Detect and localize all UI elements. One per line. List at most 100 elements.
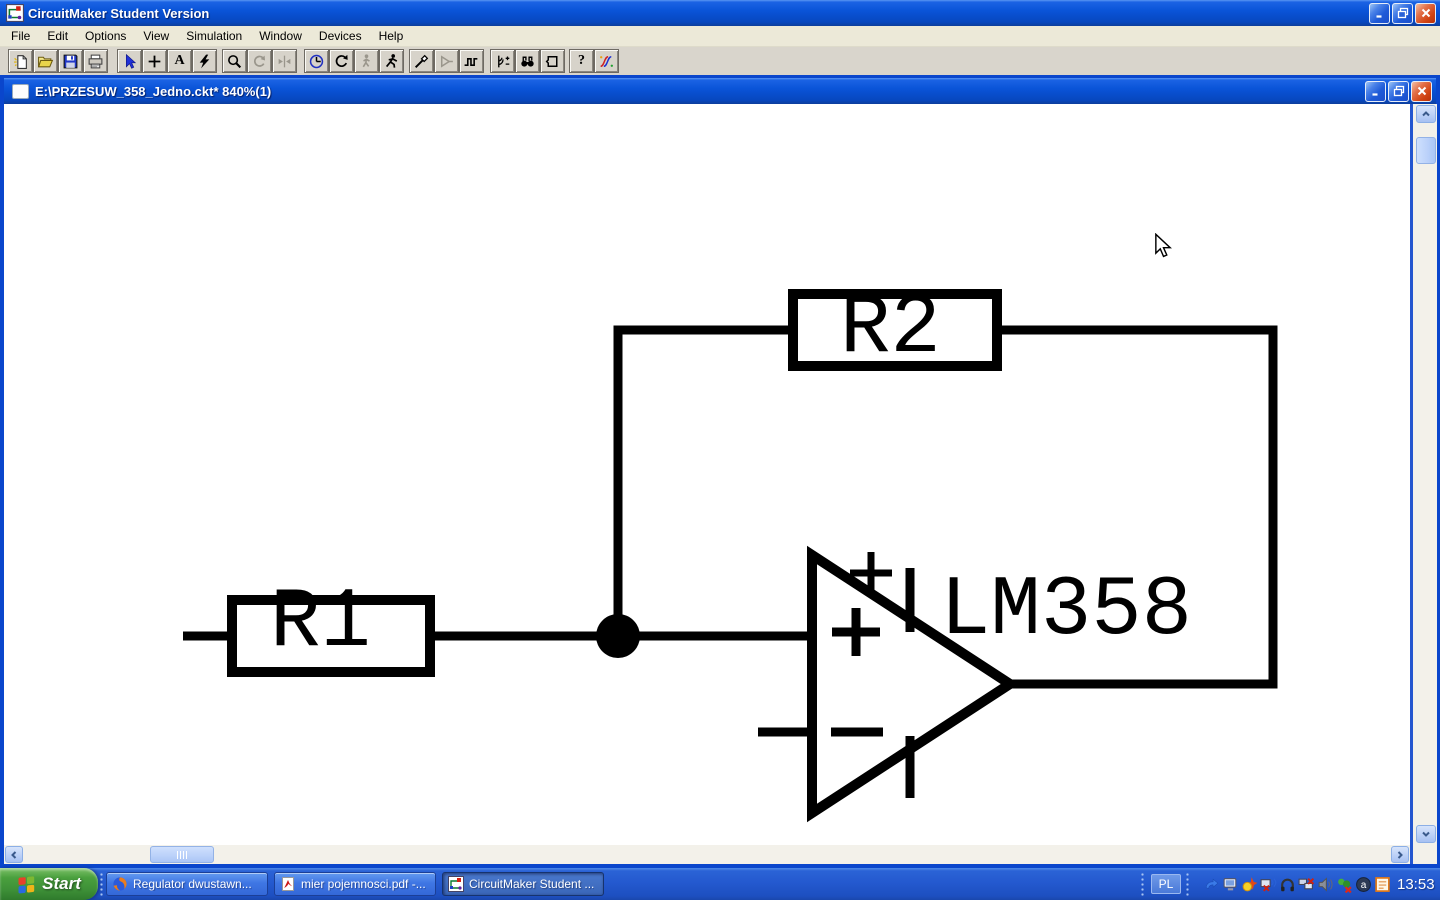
open-file-button[interactable] <box>33 49 58 73</box>
scroll-right-button[interactable] <box>1391 846 1409 863</box>
toolbar: A ? <box>0 47 1440 75</box>
waveforms-button[interactable] <box>459 49 484 73</box>
new-document-button[interactable] <box>8 49 33 73</box>
schematic-canvas[interactable]: R1 R2 LM358 <box>4 104 1410 845</box>
print-button[interactable] <box>83 49 108 73</box>
antivirus-icon[interactable]: a <box>1354 875 1372 893</box>
restore-button[interactable] <box>1392 2 1413 24</box>
search-devices-button[interactable] <box>515 49 540 73</box>
task-button-label: Regulator dwustawn... <box>133 877 252 891</box>
doc-restore-button[interactable] <box>1388 80 1409 102</box>
save-file-button[interactable] <box>58 49 83 73</box>
menu-options[interactable]: Options <box>85 29 127 43</box>
chevron-down-icon <box>1422 831 1430 837</box>
mixed-signal-icon <box>600 55 613 67</box>
task-button-circuitmaker[interactable]: CircuitMaker Student ... <box>442 872 604 896</box>
svg-text:a: a <box>1360 879 1366 890</box>
doc-window-border-bottom <box>0 864 1440 868</box>
label-R2[interactable]: R2 <box>840 282 941 377</box>
task-button-pdf[interactable]: mier pojemnosci.pdf -... <box>274 872 436 896</box>
zoom-tool-button[interactable] <box>222 49 247 73</box>
audio-device-icon[interactable] <box>1278 875 1296 893</box>
scroll-down-button[interactable] <box>1416 825 1436 843</box>
start-button[interactable]: Start <box>0 868 98 900</box>
printer-icon <box>88 54 103 68</box>
network-offline-icon[interactable] <box>1297 875 1315 893</box>
device-curves-button[interactable] <box>490 49 515 73</box>
menu-window[interactable]: Window <box>259 29 302 43</box>
mode-clock-icon <box>309 54 324 68</box>
scrollbar-corner <box>1410 845 1437 864</box>
scroll-up-button[interactable] <box>1416 105 1436 123</box>
rotate-button[interactable] <box>247 49 272 73</box>
taskbar-clock: 13:53 <box>1397 875 1435 893</box>
digital-analog-mode-button[interactable] <box>304 49 329 73</box>
new-document-icon <box>14 54 27 69</box>
menu-edit[interactable]: Edit <box>47 29 69 43</box>
close-button[interactable] <box>1415 2 1436 24</box>
volume-icon[interactable] <box>1316 875 1334 893</box>
label-LM358[interactable]: LM358 <box>940 564 1193 659</box>
chevron-right-icon <box>1397 850 1403 859</box>
square-wave-icon <box>464 57 478 66</box>
wire-tool-button[interactable] <box>142 49 167 73</box>
rotate-icon <box>253 55 266 67</box>
firefox-icon <box>113 877 127 891</box>
network-status-icon[interactable] <box>1259 875 1277 893</box>
vertical-scrollbar[interactable] <box>1410 104 1437 845</box>
mixed-mode-button[interactable] <box>594 49 619 73</box>
scheduler-icon[interactable] <box>1373 875 1391 893</box>
language-indicator[interactable]: PL <box>1151 874 1181 894</box>
doc-minimize-button[interactable] <box>1365 80 1386 102</box>
task-button-label: CircuitMaker Student ... <box>469 877 595 891</box>
delete-tool-button[interactable] <box>192 49 217 73</box>
opamp-LM358[interactable] <box>758 545 1020 823</box>
select-arrow-tool-button[interactable] <box>117 49 142 73</box>
task-button-firefox[interactable]: Regulator dwustawn... <box>106 872 268 896</box>
chevron-up-icon <box>1422 111 1430 117</box>
weather-icon[interactable] <box>1240 875 1258 893</box>
menu-devices[interactable]: Devices <box>318 29 362 43</box>
walking-person-icon <box>362 53 370 67</box>
document-icon <box>12 83 29 99</box>
doc-close-button[interactable] <box>1411 80 1432 102</box>
reset-simulation-button[interactable] <box>329 49 354 73</box>
mirror-icon <box>278 55 291 67</box>
doc-close-icon <box>1417 86 1426 96</box>
windows-update-icon[interactable] <box>1202 875 1220 893</box>
menu-view[interactable]: View <box>143 29 170 43</box>
menu-help[interactable]: Help <box>378 29 404 43</box>
horizontal-scroll-thumb[interactable] <box>150 846 214 863</box>
chevron-left-icon <box>11 850 17 859</box>
scope-probe-button[interactable] <box>434 49 459 73</box>
circuit-drawing <box>183 289 1278 823</box>
text-tool-button[interactable]: A <box>167 49 192 73</box>
step-simulation-button[interactable] <box>354 49 379 73</box>
taskbar-grip[interactable] <box>99 872 104 896</box>
menu-simulation[interactable]: Simulation <box>186 29 243 43</box>
junction-dot[interactable] <box>596 614 640 658</box>
app-title: CircuitMaker Student Version <box>28 5 210 21</box>
mirror-button[interactable] <box>272 49 297 73</box>
curves-icon <box>498 55 510 67</box>
horizontal-scrollbar[interactable] <box>4 845 1410 864</box>
scroll-left-button[interactable] <box>5 846 23 863</box>
vertical-scroll-thumb[interactable] <box>1416 137 1436 164</box>
running-person-icon <box>385 53 398 68</box>
run-simulation-button[interactable] <box>379 49 404 73</box>
document-titlebar[interactable]: E:\PRZESUW_358_Jedno.ckt* 840%(1) <box>4 78 1436 104</box>
help-button[interactable]: ? <box>569 49 594 73</box>
resistor-R1[interactable] <box>227 595 435 677</box>
circuitmaker-app-icon <box>6 4 24 22</box>
resistor-R2[interactable] <box>788 289 1002 371</box>
reset-arrow-icon <box>335 54 348 67</box>
display-settings-icon[interactable] <box>1221 875 1239 893</box>
probe-tool-button[interactable] <box>409 49 434 73</box>
macro-button[interactable] <box>540 49 565 73</box>
menu-file[interactable]: File <box>11 29 31 43</box>
doc-window-border-left <box>0 75 4 868</box>
label-R1[interactable]: R1 <box>270 576 371 671</box>
minimize-button[interactable] <box>1369 2 1390 24</box>
messenger-offline-icon[interactable] <box>1335 875 1353 893</box>
